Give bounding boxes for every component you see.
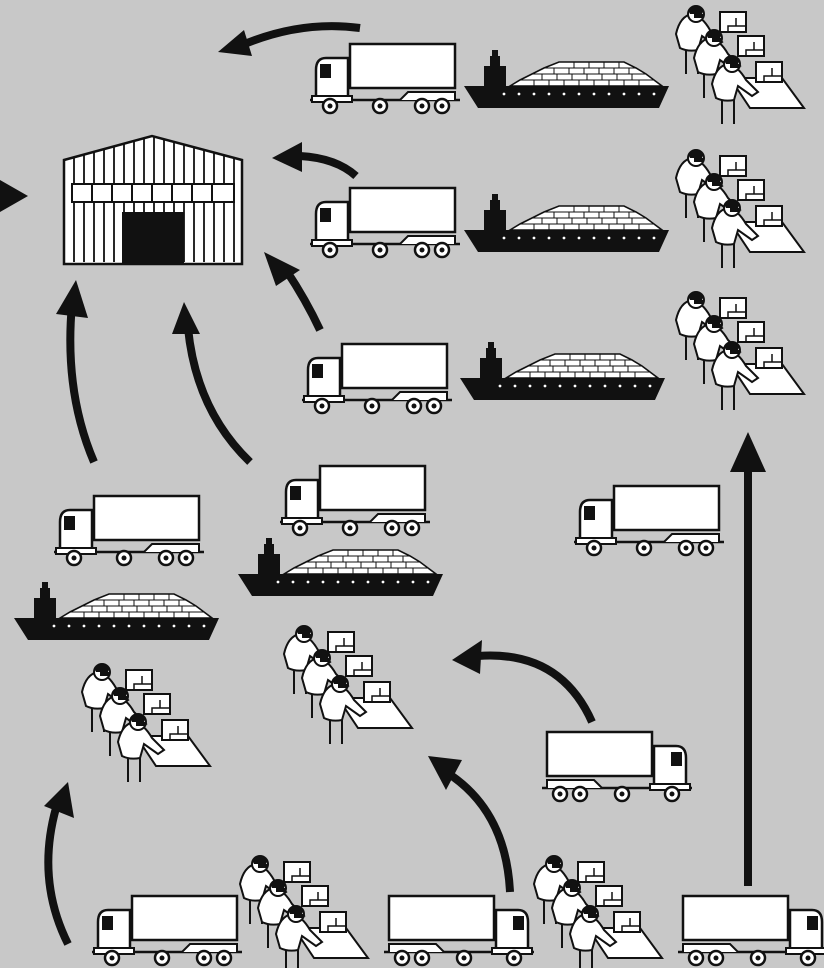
cargo-ship-icon [464, 50, 669, 108]
truck-icon [92, 896, 242, 965]
truck-icon [54, 496, 204, 565]
curved-arrow-icon [446, 772, 510, 892]
curved-arrow-icon [188, 328, 250, 462]
garment-workers-icon [534, 856, 662, 968]
cargo-ship-icon [460, 342, 665, 400]
curved-arrow-icon [478, 656, 592, 722]
cargo-ship-icon [238, 538, 443, 596]
garment-workers-icon [82, 664, 210, 782]
truck-icon [678, 896, 824, 965]
curved-arrow-icon [48, 808, 68, 944]
garment-workers-icon [284, 626, 412, 744]
arrow-head-icon [0, 180, 28, 212]
curved-arrow-icon [240, 26, 360, 46]
curved-arrow-icon [286, 270, 320, 330]
garment-workers-icon [240, 856, 368, 968]
curved-arrow-icon [300, 156, 356, 176]
truck-icon [384, 896, 534, 965]
truck-icon [574, 486, 724, 555]
garment-workers-icon [676, 150, 804, 268]
truck-icon [280, 466, 430, 535]
truck-icon [542, 732, 692, 801]
garment-workers-icon [676, 292, 804, 410]
cargo-ship-icon [464, 194, 669, 252]
truck-icon [310, 44, 460, 113]
warehouse-icon [64, 136, 242, 264]
cargo-ship-icon [14, 582, 219, 640]
truck-icon [310, 188, 460, 257]
garment-workers-icon [676, 6, 804, 124]
curved-arrow-icon [70, 304, 94, 462]
truck-icon [302, 344, 452, 413]
